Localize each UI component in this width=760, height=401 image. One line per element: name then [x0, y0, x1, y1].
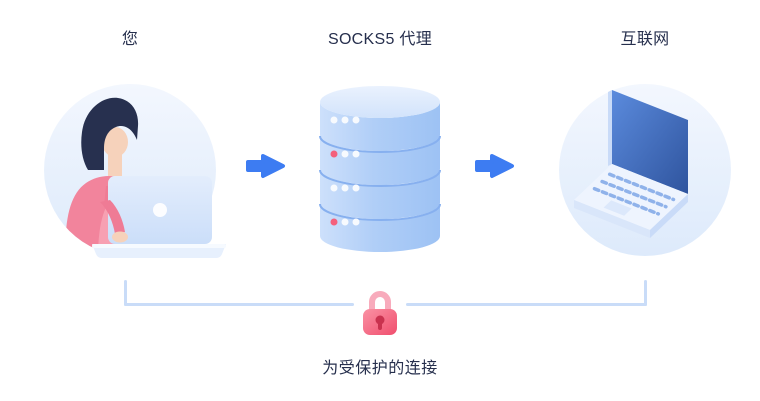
arrow-right-icon	[474, 151, 516, 181]
label-proxy: SOCKS5 代理	[327, 31, 433, 48]
laptop	[92, 176, 226, 258]
label-internet: 互联网	[620, 31, 670, 48]
bracket-left-stub	[124, 280, 127, 306]
padlock-icon	[358, 285, 402, 337]
laptop-screen	[612, 90, 688, 194]
person-with-laptop-icon	[44, 84, 226, 258]
label-user: 您	[121, 31, 139, 48]
database-stack-icon	[319, 86, 441, 252]
database-stack-illustration	[310, 80, 450, 260]
keyhole	[375, 315, 385, 325]
bracket-right-segment	[406, 303, 647, 306]
laptop-isometric-icon	[559, 84, 731, 256]
keyboard-keys	[592, 172, 676, 216]
hair	[81, 97, 139, 170]
bracket-left-segment	[124, 303, 354, 306]
database-top	[320, 86, 440, 118]
bracket-right-stub	[644, 280, 647, 306]
trackpad	[603, 200, 632, 216]
internet-laptop-illustration	[555, 82, 755, 272]
lock-shackle	[369, 291, 391, 314]
hand	[112, 231, 128, 243]
laptop-logo-dot	[153, 203, 167, 217]
protection-caption: 为受保护的连接	[322, 360, 438, 377]
arrow-right-icon	[245, 151, 287, 181]
person-with-laptop-illustration	[40, 82, 240, 272]
database-status-dots	[330, 116, 360, 226]
